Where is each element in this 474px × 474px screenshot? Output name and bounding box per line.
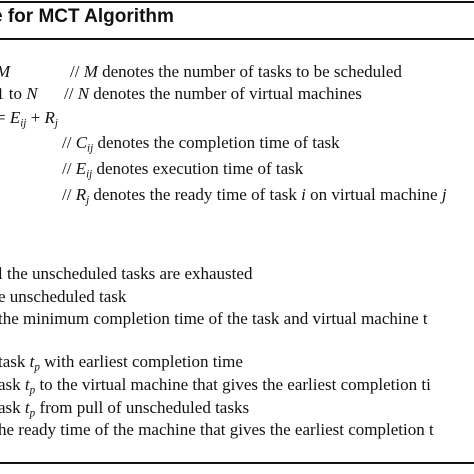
comment-text-e: denotes execution time of task	[92, 159, 304, 178]
step-line-3: the minimum completion time of the task …	[0, 309, 428, 328]
comment-subscript-c: ij	[87, 142, 94, 155]
formula-plus: +	[26, 108, 45, 127]
step-4-subscript: p	[34, 361, 40, 374]
header-rule	[0, 38, 474, 40]
top-rule	[0, 1, 474, 3]
comment-e: // Eij denotes execution time of task	[62, 159, 304, 181]
step-5-subscript: p	[29, 384, 36, 397]
comment-text-r-before: denotes the ready time of task	[89, 185, 302, 204]
step-6-before: ask	[0, 398, 25, 417]
comment-symbol-r: R	[75, 185, 87, 204]
comment-slashes: //	[70, 62, 80, 81]
comment-vm-symbol: j	[441, 185, 447, 204]
comment-text-c: denotes the completion time of task	[93, 133, 340, 152]
symbol-e: E	[9, 108, 21, 127]
comment-n: // N denotes the number of virtual machi…	[64, 84, 362, 104]
comment-slashes: //	[62, 133, 72, 152]
loop-range-n: 1 to N	[0, 84, 38, 104]
formula-prefix: =	[0, 108, 6, 127]
comment-text-r-after: on virtual machine	[305, 185, 442, 204]
comment-m: // M denotes the number of tasks to be s…	[70, 62, 402, 82]
comment-slashes: //	[62, 159, 72, 178]
comment-text-m: denotes the number of tasks to be schedu…	[97, 62, 402, 81]
step-4-before: task	[0, 352, 30, 371]
algorithm-title: e for MCT Algorithm	[0, 6, 174, 27]
comment-symbol-n: N	[77, 84, 90, 103]
comment-subscript-e: ij	[86, 168, 93, 181]
step-5-before: ask	[0, 375, 25, 394]
step-line-4: task tp with earliest completion time	[0, 352, 243, 374]
step-line-2: e unscheduled task	[0, 287, 127, 306]
comment-symbol-c: C	[75, 133, 88, 152]
symbol-m: M	[0, 62, 10, 81]
step-4-after: with earliest completion time	[39, 352, 243, 371]
symbol-r: R	[44, 108, 55, 127]
symbol-n: N	[26, 84, 38, 103]
subscript-j: j	[54, 117, 58, 130]
step-6-subscript: p	[29, 407, 36, 420]
bottom-rule	[0, 462, 474, 464]
step-5-symbol: t	[24, 375, 30, 394]
step-6-symbol: t	[24, 398, 30, 417]
comment-r: // Rj denotes the ready time of task i o…	[62, 185, 447, 207]
step-line-1: l the unscheduled tasks are exhausted	[0, 264, 253, 283]
step-6-after: from pull of unscheduled tasks	[35, 398, 250, 417]
subscript-ij: ij	[20, 117, 27, 130]
comment-task-symbol: i	[301, 185, 306, 204]
comment-symbol-e: E	[75, 159, 87, 178]
comment-slashes: //	[62, 185, 72, 204]
step-line-7: he ready time of the machine that gives …	[0, 420, 434, 439]
comment-text-n: denotes the number of virtual machines	[89, 84, 362, 103]
loop-bound-m: M	[0, 62, 10, 82]
comment-symbol-m: M	[83, 62, 98, 81]
lhs-prefix: 1 to	[0, 84, 22, 103]
completion-time-formula: = Eij + Rj	[0, 108, 58, 130]
step-line-5: ask tp to the virtual machine that gives…	[0, 375, 431, 397]
comment-subscript-r: j	[86, 194, 90, 207]
step-5-after: to the virtual machine that gives the ea…	[35, 375, 431, 394]
step-line-6: ask tp from pull of unscheduled tasks	[0, 398, 250, 420]
step-4-symbol: t	[29, 352, 35, 371]
comment-c: // Cij denotes the completion time of ta…	[62, 133, 340, 155]
comment-slashes: //	[64, 84, 74, 103]
